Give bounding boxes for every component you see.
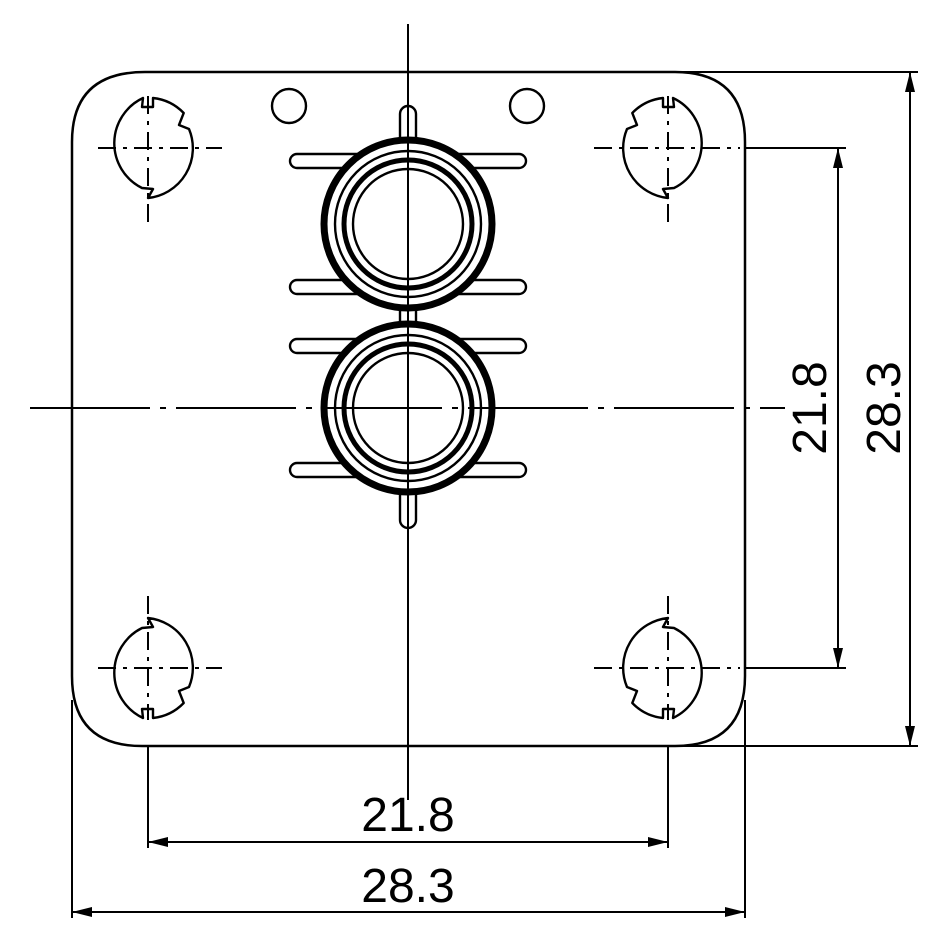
dimension-lines [72,72,915,917]
dim-bottom-outer-label: 28.3 [361,860,454,913]
dim-right-outer-label: 28.3 [858,361,911,454]
pilot-hole-right [508,87,546,125]
pilot-hole-left [270,87,308,125]
dim-right-inner-label: 21.8 [784,361,837,454]
dim-bottom-inner-label: 21.8 [361,789,454,842]
hole-center-lines [98,96,740,720]
